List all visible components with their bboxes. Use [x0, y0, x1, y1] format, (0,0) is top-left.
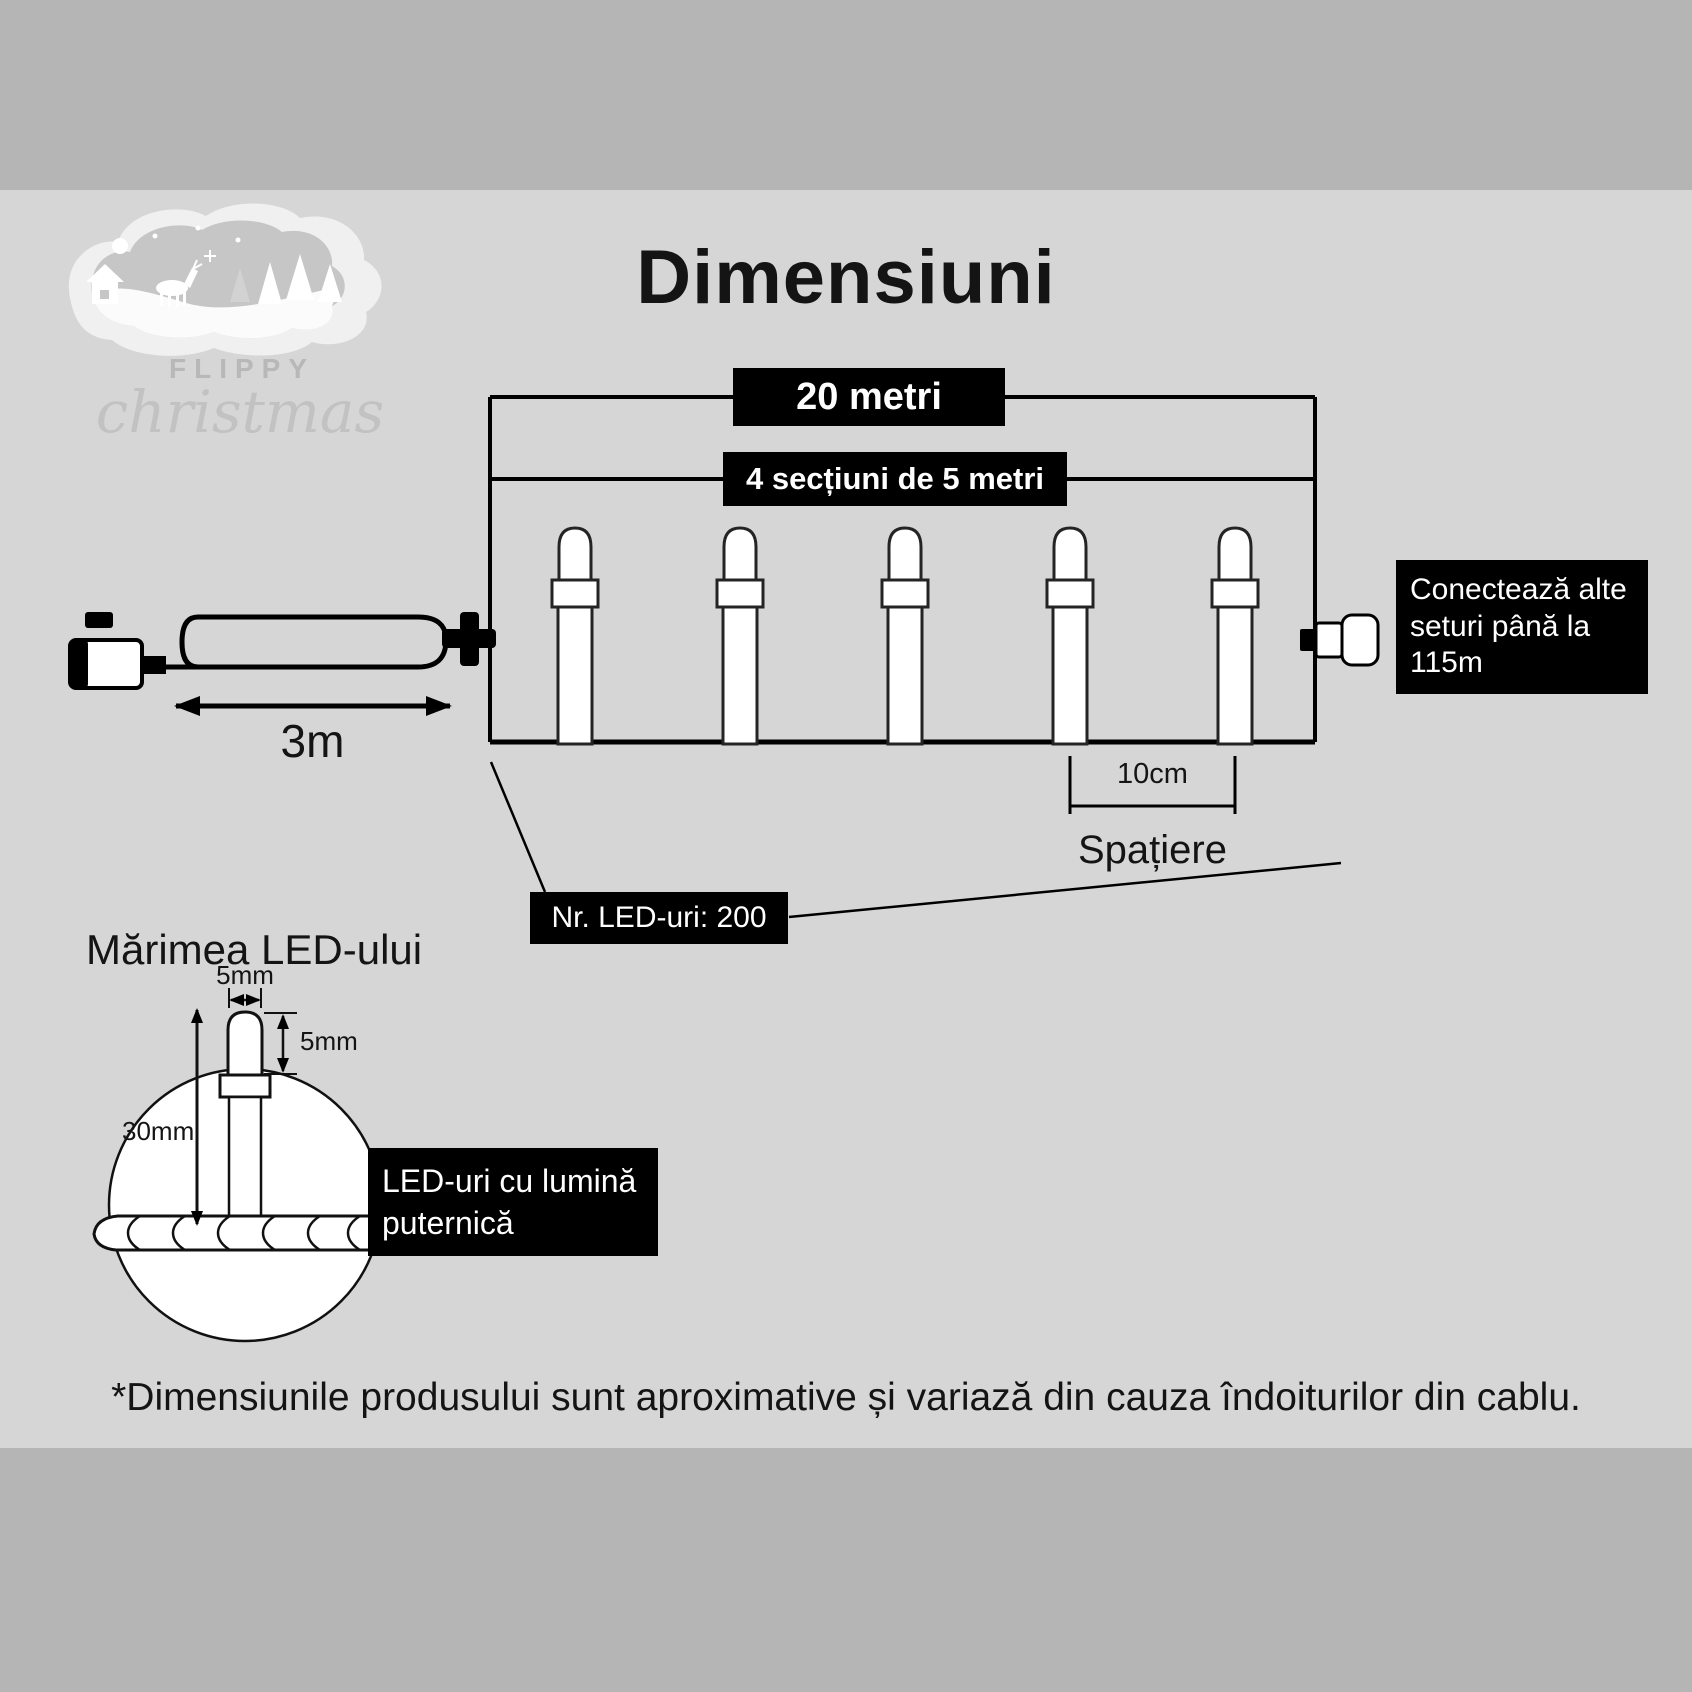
lens-height-label: 5mm	[300, 1026, 358, 1056]
house-icon	[86, 264, 124, 304]
star-icon	[235, 237, 241, 243]
cross-connector	[442, 612, 496, 666]
led-count-pointer-right	[788, 861, 1342, 919]
led-collar	[218, 1073, 272, 1099]
disclaimer-footnote: *Dimensiunile produsului sunt aproximati…	[111, 1376, 1581, 1419]
power-lead-cable	[164, 614, 449, 670]
led-bulb	[715, 526, 765, 746]
brand-logo: FLIPPY christmas	[68, 203, 385, 446]
spacing-label: Spațiere	[1078, 828, 1227, 872]
total-length-label: 20 metri	[733, 368, 1005, 426]
led-size-figure	[92, 988, 400, 1343]
spacing-value-label: 10cm	[1117, 758, 1188, 790]
star-icon	[195, 225, 201, 231]
led-brightness-note: LED-uri cu lumină puternică	[368, 1148, 658, 1257]
star-icon	[152, 233, 158, 239]
power-plug	[68, 612, 166, 690]
deer-icon	[156, 259, 203, 307]
total-height-label: 30mm	[122, 1116, 195, 1146]
twisted-wire	[92, 1214, 400, 1252]
spacing-bracket	[1068, 756, 1237, 814]
led-bulb	[1210, 526, 1260, 746]
lead-length-label: 3m	[280, 715, 345, 767]
logo-brand-script: christmas	[96, 378, 385, 446]
led-size-heading: Mărimea LED-ului	[86, 926, 423, 973]
led-bulb	[880, 526, 930, 746]
tree-icon	[258, 262, 282, 304]
led-lens	[226, 1010, 264, 1077]
logo-snow-ground	[92, 288, 337, 339]
tree-icon	[318, 264, 342, 302]
connector-note-label: Conectează alte seturi până la 115m	[1396, 560, 1648, 694]
led-bulb	[550, 526, 600, 746]
logo-brand-text: FLIPPY	[169, 353, 315, 384]
lens-width-label: 5mm	[216, 960, 274, 990]
sparkle-icon	[204, 250, 216, 262]
sections-label: 4 secțiuni de 5 metri	[723, 452, 1067, 506]
led-count-pointer-left	[489, 761, 547, 893]
led-count-label: Nr. LED-uri: 200	[530, 892, 788, 944]
moon-icon	[112, 238, 128, 254]
led-bulb	[1045, 526, 1095, 746]
end-connector	[1300, 613, 1380, 667]
tree-icon	[286, 254, 314, 300]
page-title: Dimensiuni	[636, 235, 1056, 320]
tree-icon	[230, 268, 250, 302]
